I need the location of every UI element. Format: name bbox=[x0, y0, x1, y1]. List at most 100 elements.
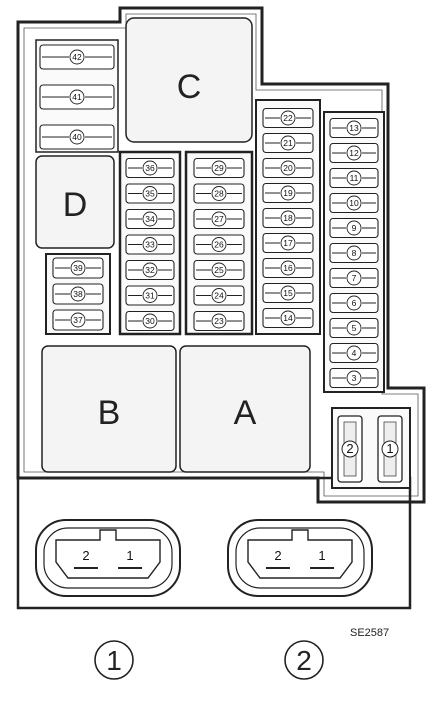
fuse-label: 13 bbox=[349, 123, 359, 133]
fuse-label: 42 bbox=[72, 52, 82, 62]
fuse-label: 3 bbox=[352, 373, 357, 383]
pin-label: 2 bbox=[274, 548, 281, 563]
fuse-9: 9 bbox=[329, 217, 379, 239]
fuse-label: 20 bbox=[283, 163, 293, 173]
fuse-label: 19 bbox=[283, 188, 293, 198]
fuse-label: 9 bbox=[352, 223, 357, 233]
fuse-36: 36 bbox=[125, 157, 175, 179]
fuse-11: 11 bbox=[329, 167, 379, 189]
fuse-label: 35 bbox=[145, 189, 155, 199]
relay-a-label: A bbox=[234, 394, 257, 432]
connector-housing bbox=[35, 519, 181, 597]
fuse-label: 2 bbox=[346, 441, 353, 456]
fuse-15: 15 bbox=[262, 282, 314, 304]
fuse-39: 39 bbox=[52, 257, 104, 279]
fuse-23: 23 bbox=[193, 310, 245, 332]
pin-label: 1 bbox=[318, 548, 325, 563]
fuse-1: 1 bbox=[377, 415, 403, 483]
fuse-label: 10 bbox=[349, 198, 359, 208]
fuse-41: 41 bbox=[39, 84, 115, 110]
fuse-40: 40 bbox=[39, 124, 115, 150]
fuse-31: 31 bbox=[125, 285, 175, 306]
callout-2: 2 bbox=[284, 640, 324, 680]
fuse-12: 12 bbox=[329, 142, 379, 164]
fuse-label: 4 bbox=[352, 348, 357, 358]
fuse-column-40-42: 42 41 40 bbox=[39, 44, 115, 150]
fuse-8: 8 bbox=[329, 242, 379, 264]
fuse-7: 7 bbox=[329, 267, 379, 289]
fuse-20: 20 bbox=[262, 157, 314, 179]
fuse-label: 27 bbox=[214, 214, 224, 224]
relay-d-label: D bbox=[63, 186, 88, 224]
fuse-33: 33 bbox=[125, 234, 175, 255]
fuse-label: 31 bbox=[145, 291, 155, 301]
fuse-label: 21 bbox=[283, 138, 293, 148]
fuse-label: 40 bbox=[72, 132, 82, 142]
reference-code: SE2587 bbox=[350, 627, 389, 639]
fuse-label: 1 bbox=[386, 441, 393, 456]
relay-c-label: C bbox=[177, 68, 202, 106]
fuse-label: 17 bbox=[283, 238, 293, 248]
fuse-label: 18 bbox=[283, 213, 293, 223]
fuse-label: 5 bbox=[352, 323, 357, 333]
fuse-label: 6 bbox=[352, 298, 357, 308]
fuse-16: 16 bbox=[262, 257, 314, 279]
fuse-6: 6 bbox=[329, 292, 379, 314]
fuse-box-inner-outline bbox=[23, 13, 419, 497]
fuse-21: 21 bbox=[262, 132, 314, 154]
callout-1: 1 bbox=[94, 640, 134, 680]
pin-label: 2 bbox=[82, 548, 89, 563]
relay-d: D bbox=[35, 155, 115, 249]
fuse-label: 25 bbox=[214, 265, 224, 275]
fuse-label: 37 bbox=[73, 315, 83, 325]
fuse-label: 34 bbox=[145, 214, 155, 224]
fuse-38: 38 bbox=[52, 283, 104, 305]
fuse-2: 2 bbox=[337, 415, 363, 483]
fuse-label: 29 bbox=[214, 163, 224, 173]
fuse-4: 4 bbox=[329, 342, 379, 364]
connector-socket bbox=[55, 529, 161, 579]
pin-label: 1 bbox=[126, 548, 133, 563]
fuse-label: 26 bbox=[214, 240, 224, 250]
fuse-column-3-13: 13 12 11 10 9 8 7 6 5 4 3 bbox=[329, 117, 379, 389]
fuse-label: 8 bbox=[352, 248, 357, 258]
fuse-label: 16 bbox=[283, 263, 293, 273]
fuse-37: 37 bbox=[52, 309, 104, 331]
fuse-32: 32 bbox=[125, 259, 175, 281]
fuse-column-37-39: 39 38 37 bbox=[52, 257, 104, 331]
relay-a: A bbox=[179, 345, 311, 473]
fuse-34: 34 bbox=[125, 208, 175, 230]
fuse-19: 19 bbox=[262, 182, 314, 204]
relay-b: B bbox=[41, 345, 177, 473]
fuse-25: 25 bbox=[193, 259, 245, 281]
fuse-3: 3 bbox=[329, 367, 379, 389]
fuse-label: 12 bbox=[349, 148, 359, 158]
fuse-label: 36 bbox=[145, 163, 155, 173]
fuse-42: 42 bbox=[39, 44, 115, 70]
connector-panel bbox=[16, 476, 412, 610]
fuse-5: 5 bbox=[329, 317, 379, 339]
fuse-label: 7 bbox=[352, 273, 357, 283]
fuse-label: 24 bbox=[214, 291, 224, 301]
fuse-label: 41 bbox=[72, 92, 82, 102]
relay-b-label: B bbox=[98, 394, 121, 432]
fuse-label: 15 bbox=[283, 288, 293, 298]
fuse-18: 18 bbox=[262, 207, 314, 229]
fuse-label: 14 bbox=[283, 313, 293, 323]
fuse-27: 27 bbox=[193, 208, 245, 230]
fuse-10: 10 bbox=[329, 192, 379, 214]
fuse-label: 33 bbox=[145, 240, 155, 250]
fuse-label: 38 bbox=[73, 289, 83, 299]
fuse-label: 23 bbox=[214, 316, 224, 326]
fuse-label: 32 bbox=[145, 265, 155, 275]
callout-1-label: 1 bbox=[106, 645, 122, 676]
fuse-14: 14 bbox=[262, 307, 314, 329]
fuse-22: 22 bbox=[262, 107, 314, 129]
fuse-17: 17 bbox=[262, 232, 314, 254]
